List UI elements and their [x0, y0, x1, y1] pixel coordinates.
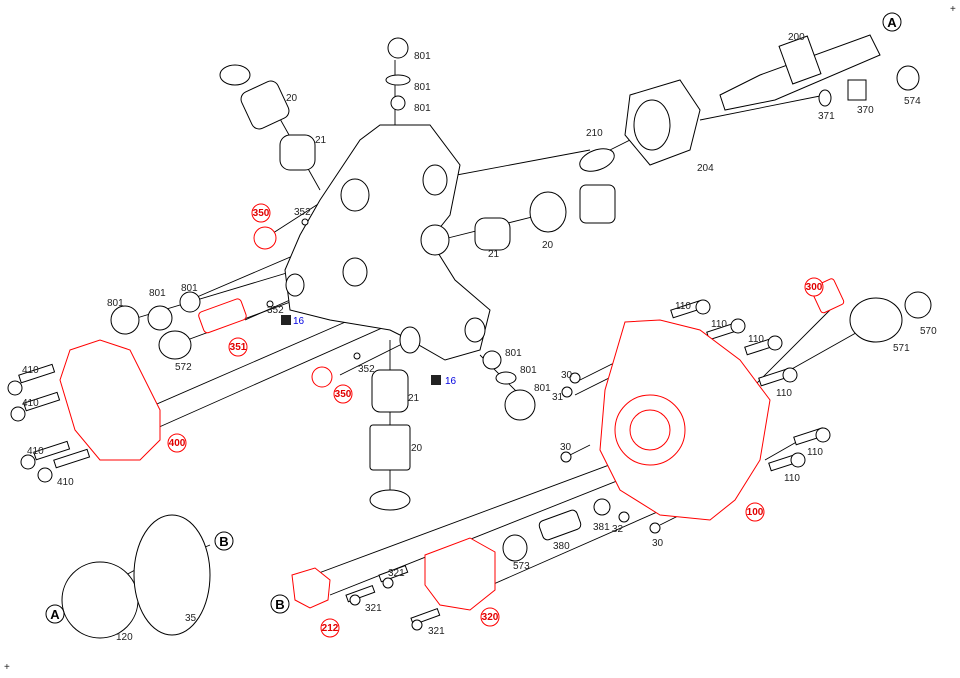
label-20: 20 — [286, 93, 298, 104]
label-381: 381 — [593, 522, 610, 533]
label-30: 30 — [561, 370, 573, 381]
reference-letters: A A B B — [45, 12, 902, 624]
label-574: 574 — [904, 96, 921, 107]
label-380: 380 — [553, 541, 570, 552]
label-801: 801 — [414, 103, 431, 114]
label-801: 801 — [414, 82, 431, 93]
label-371: 371 — [818, 111, 835, 122]
label-300: 300 — [806, 282, 823, 293]
label-30: 30 — [652, 538, 664, 549]
blue-labels: 16 16 — [293, 316, 457, 387]
label-200: 200 — [788, 32, 805, 43]
label-801: 801 — [107, 298, 124, 309]
label-571: 571 — [893, 343, 910, 354]
corner-mark: + — [4, 662, 10, 673]
label-572: 572 — [175, 362, 192, 373]
ref-letter-a: A — [50, 607, 60, 622]
label-321: 321 — [365, 603, 382, 614]
label-801: 801 — [181, 283, 198, 294]
label-212: 212 — [322, 623, 339, 634]
plunger-parts — [110, 37, 536, 511]
label-400: 400 — [169, 438, 186, 449]
label-32: 32 — [612, 524, 624, 535]
label-31: 31 — [552, 392, 564, 403]
label-801: 801 — [520, 365, 537, 376]
cover-400 — [59, 339, 161, 461]
label-110: 110 — [776, 388, 792, 399]
label-350: 350 — [253, 208, 270, 219]
label-204: 204 — [697, 163, 714, 174]
label-30: 30 — [560, 442, 572, 453]
label-16: 16 — [293, 316, 305, 327]
label-110: 110 — [784, 473, 800, 484]
label-352: 352 — [294, 207, 311, 218]
label-352: 352 — [267, 305, 284, 316]
label-21: 21 — [408, 393, 420, 404]
label-410: 410 — [57, 477, 74, 488]
label-321: 321 — [428, 626, 445, 637]
label-16: 16 — [445, 376, 457, 387]
label-410: 410 — [22, 365, 39, 376]
label-20: 20 — [542, 240, 554, 251]
label-20: 20 — [411, 443, 423, 454]
label-21: 21 — [315, 135, 327, 146]
label-210: 210 — [586, 128, 603, 139]
label-352: 352 — [358, 364, 375, 375]
label-410: 410 — [27, 446, 44, 457]
flange-100 — [599, 319, 771, 521]
label-21: 21 — [488, 249, 500, 260]
ref-letter-b: B — [275, 597, 284, 612]
label-100: 100 — [747, 507, 764, 518]
label-110: 110 — [675, 301, 691, 312]
label-801: 801 — [149, 288, 166, 299]
label-110: 110 — [748, 334, 764, 345]
label-410: 410 — [22, 398, 39, 409]
shaft-assembly — [529, 34, 920, 233]
label-350: 350 — [335, 389, 352, 400]
highlight-labels: 350 351 350 400 300 100 212 320 — [167, 203, 824, 638]
label-370: 370 — [857, 105, 874, 116]
label-570: 570 — [920, 326, 937, 337]
label-801: 801 — [505, 348, 522, 359]
corner-mark: + — [950, 4, 956, 15]
label-110: 110 — [711, 319, 727, 330]
label-320: 320 — [482, 612, 499, 623]
small-parts-right — [61, 291, 932, 639]
label-801: 801 — [414, 51, 431, 62]
highlighted-parts — [59, 226, 845, 611]
ref-letter-b: B — [219, 534, 228, 549]
label-351: 351 — [230, 342, 247, 353]
ref-letter-a: A — [887, 15, 897, 30]
label-120: 120 — [116, 632, 133, 643]
label-110: 110 — [807, 447, 823, 458]
bolts — [7, 299, 831, 631]
part-labels: 200 370 371 574 210 204 801 801 801 20 2… — [22, 32, 937, 643]
pump-housing — [284, 124, 491, 361]
label-573: 573 — [513, 561, 530, 572]
label-321: 321 — [388, 568, 405, 579]
label-35: 35 — [185, 613, 197, 624]
label-801: 801 — [534, 383, 551, 394]
